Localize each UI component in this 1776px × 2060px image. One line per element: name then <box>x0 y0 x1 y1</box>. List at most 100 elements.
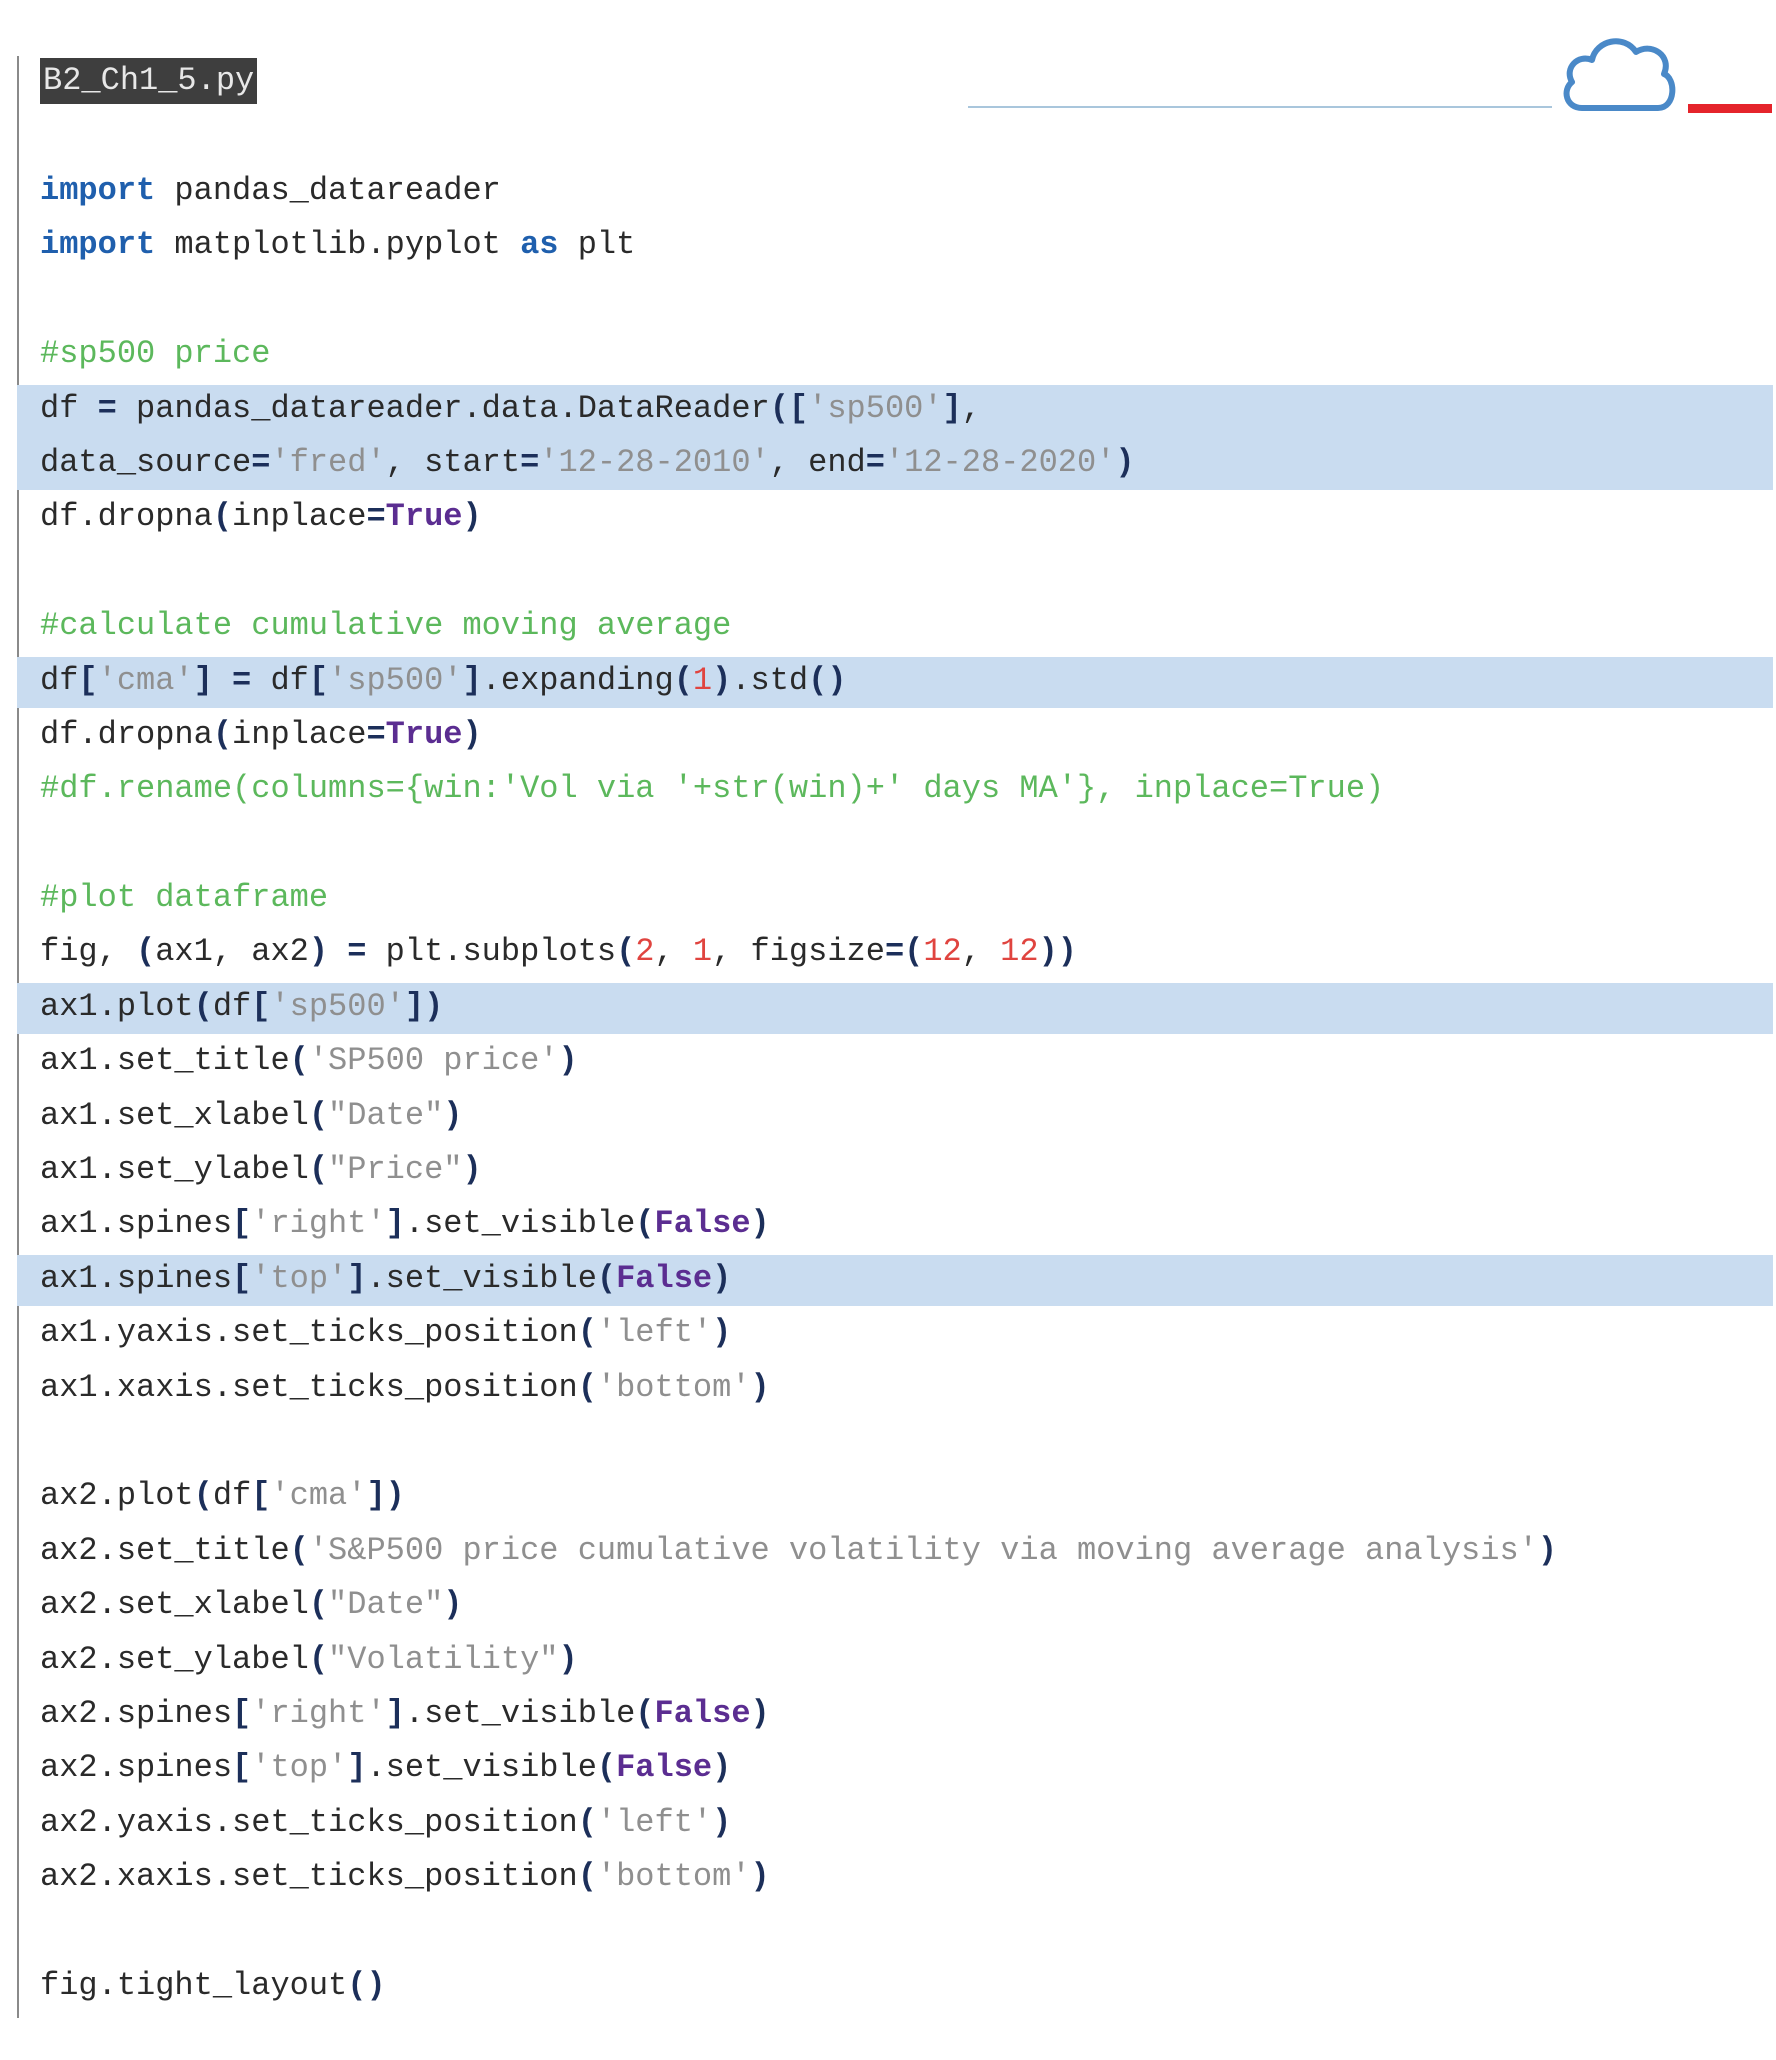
code-token: df.dropna <box>40 715 213 753</box>
code-token: 'top' <box>251 1749 348 1787</box>
code-line: #plot dataframe <box>0 871 1776 925</box>
code-token: , start <box>385 443 521 481</box>
code-token: ) <box>750 1368 770 1406</box>
code-line: import pandas_datareader <box>0 164 1776 218</box>
code-token: .std <box>731 661 809 699</box>
code-line: ax1.spines['top'].set_visible(False) <box>0 1252 1776 1307</box>
code-token: pandas_datareader.data.DataReader <box>116 389 770 427</box>
header-rule <box>968 106 1552 108</box>
code-token: ax2.spines <box>40 1694 233 1732</box>
code-token: ax2.xaxis.set_ticks_position <box>40 1858 578 1896</box>
code-line: ax1.xaxis.set_ticks_position('bottom') <box>0 1361 1776 1415</box>
code-token: 'bottom' <box>596 1368 751 1406</box>
code-token: df <box>40 389 98 427</box>
code-line: #sp500 price <box>0 327 1776 381</box>
code-token: data_source <box>40 443 252 481</box>
code-token: ) <box>750 1205 770 1243</box>
code-token: ] <box>385 1694 405 1732</box>
code-line: data_source='fred', start='12-28-2010', … <box>0 435 1776 491</box>
code-token: ax1.set_ylabel <box>40 1151 309 1189</box>
code-token: df <box>40 661 79 699</box>
code-token: 'sp500' <box>808 389 943 427</box>
code-token: ( <box>673 661 693 699</box>
code-token: inplace <box>232 715 367 753</box>
code-token: ) <box>1115 443 1135 481</box>
code-token <box>213 662 232 699</box>
code-token: =( <box>884 933 924 971</box>
cloud-icon <box>1563 38 1676 111</box>
code-token: = <box>366 498 386 536</box>
code-token: #df.rename(columns={win:'Vol via '+str(w… <box>40 770 1385 808</box>
code-token: ( <box>596 1259 617 1297</box>
code-token: df <box>251 661 309 699</box>
code-line: import matplotlib.pyplot as plt <box>0 218 1776 272</box>
code-token: ( <box>193 987 213 1025</box>
code-line: ax2.xaxis.set_ticks_position('bottom') <box>0 1850 1776 1904</box>
code-token: () <box>808 661 847 699</box>
code-token: ) <box>443 1096 463 1134</box>
code-token: = <box>520 443 540 481</box>
code-line: ax2.set_title('S&P500 price cumulative v… <box>0 1524 1776 1578</box>
code-token: ) <box>750 1694 770 1732</box>
code-token: ( <box>308 1640 329 1678</box>
code-token: 'left' <box>596 1803 713 1841</box>
code-token: ( <box>136 933 156 971</box>
code-token: ( <box>193 1477 213 1515</box>
code-token: ax1.yaxis.set_ticks_position <box>40 1314 578 1352</box>
code-token: ( <box>635 1694 655 1732</box>
code-token: ( <box>635 1205 655 1243</box>
code-token: ( <box>577 1803 597 1841</box>
code-token: ([ <box>769 389 809 427</box>
code-line: ax2.set_ylabel("Volatility") <box>0 1633 1776 1687</box>
code-token: ( <box>577 1858 597 1896</box>
code-token: , <box>654 933 693 971</box>
code-token: = <box>251 443 271 481</box>
code-token: [ <box>232 1749 252 1787</box>
code-token: ] <box>462 661 482 699</box>
code-token: ] <box>193 661 213 699</box>
code-token: #sp500 price <box>40 335 271 373</box>
code-token: ax1.xaxis.set_ticks_position <box>40 1368 578 1406</box>
code-token: "Price" <box>328 1151 463 1189</box>
code-token: False <box>616 1259 713 1297</box>
code-token: ) <box>712 661 732 699</box>
code-token: ( <box>616 933 636 971</box>
code-token: ( <box>289 1042 309 1080</box>
code-token: ) <box>558 1640 578 1678</box>
code-token: () <box>347 1966 386 2004</box>
code-token: ) <box>308 933 329 971</box>
code-line: ax2.spines['top'].set_visible(False) <box>0 1741 1776 1795</box>
code-token: ] <box>385 1205 405 1243</box>
code-token: [ <box>232 1259 252 1297</box>
code-token: plt <box>558 226 636 264</box>
code-token: .set_visible <box>404 1694 636 1732</box>
code-token: 'top' <box>251 1259 348 1297</box>
code-line: df['cma'] = df['sp500'].expanding(1).std… <box>0 654 1776 709</box>
code-token: matplotlib.pyplot <box>155 226 521 264</box>
code-token: 12 <box>923 933 962 971</box>
code-token: ax1.set_title <box>40 1042 290 1080</box>
code-line: #df.rename(columns={win:'Vol via '+str(w… <box>0 762 1776 816</box>
code-token: ) <box>558 1042 578 1080</box>
code-line <box>0 545 1776 599</box>
code-token: '12-28-2020' <box>884 443 1116 481</box>
code-token: 'right' <box>251 1205 386 1243</box>
code-token: = <box>97 389 117 427</box>
code-token: 'bottom' <box>596 1858 751 1896</box>
code-line: fig.tight_layout() <box>0 1959 1776 2013</box>
code-token: as <box>520 226 559 264</box>
code-line: ax1.set_ylabel("Price") <box>0 1143 1776 1197</box>
code-token: ) <box>712 1803 732 1841</box>
code-token: ( <box>308 1096 329 1134</box>
code-token: ) <box>1537 1531 1558 1569</box>
code-line: df.dropna(inplace=True) <box>0 490 1776 544</box>
code-line: ax1.set_title('SP500 price') <box>0 1034 1776 1088</box>
code-token: df <box>212 1477 252 1515</box>
code-token: ] <box>347 1749 367 1787</box>
code-token: ax2.spines <box>40 1749 233 1787</box>
code-token: ) <box>712 1749 732 1787</box>
code-token: ( <box>212 498 233 536</box>
code-token: = <box>865 443 885 481</box>
code-token: 'right' <box>251 1694 386 1732</box>
